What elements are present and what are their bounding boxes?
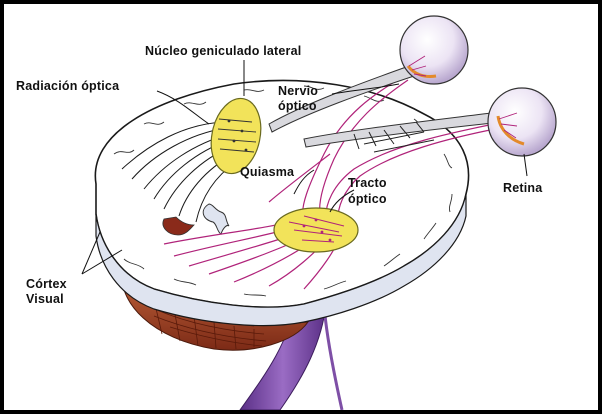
lateral-geniculate-nucleus-top xyxy=(210,97,262,175)
eyeball-bottom xyxy=(487,87,557,157)
optic-nerves xyxy=(268,65,503,153)
label-radiacion-optica: Radiación óptica xyxy=(16,79,120,93)
label-tracto-line2: óptico xyxy=(348,192,387,206)
label-nervio-line2: óptico xyxy=(278,99,317,113)
leader-lines xyxy=(81,60,528,275)
label-quiasma: Quiasma xyxy=(240,165,295,179)
label-cortex-line2: Visual xyxy=(26,292,64,306)
label-cortex-line1: Córtex xyxy=(26,277,67,291)
visual-pathway-illustration: Núcleo geniculado lateral Radiación ópti… xyxy=(16,15,557,410)
eyeball-top xyxy=(399,15,469,85)
label-nucleo-geniculado: Núcleo geniculado lateral xyxy=(145,44,301,58)
label-nervio-line1: Nervio xyxy=(278,84,318,98)
diagram-canvas: Núcleo geniculado lateral Radiación ópti… xyxy=(4,4,598,410)
label-retina: Retina xyxy=(503,181,543,195)
lateral-geniculate-nucleus-bottom xyxy=(273,207,359,253)
label-tracto-line1: Tracto xyxy=(348,176,387,190)
